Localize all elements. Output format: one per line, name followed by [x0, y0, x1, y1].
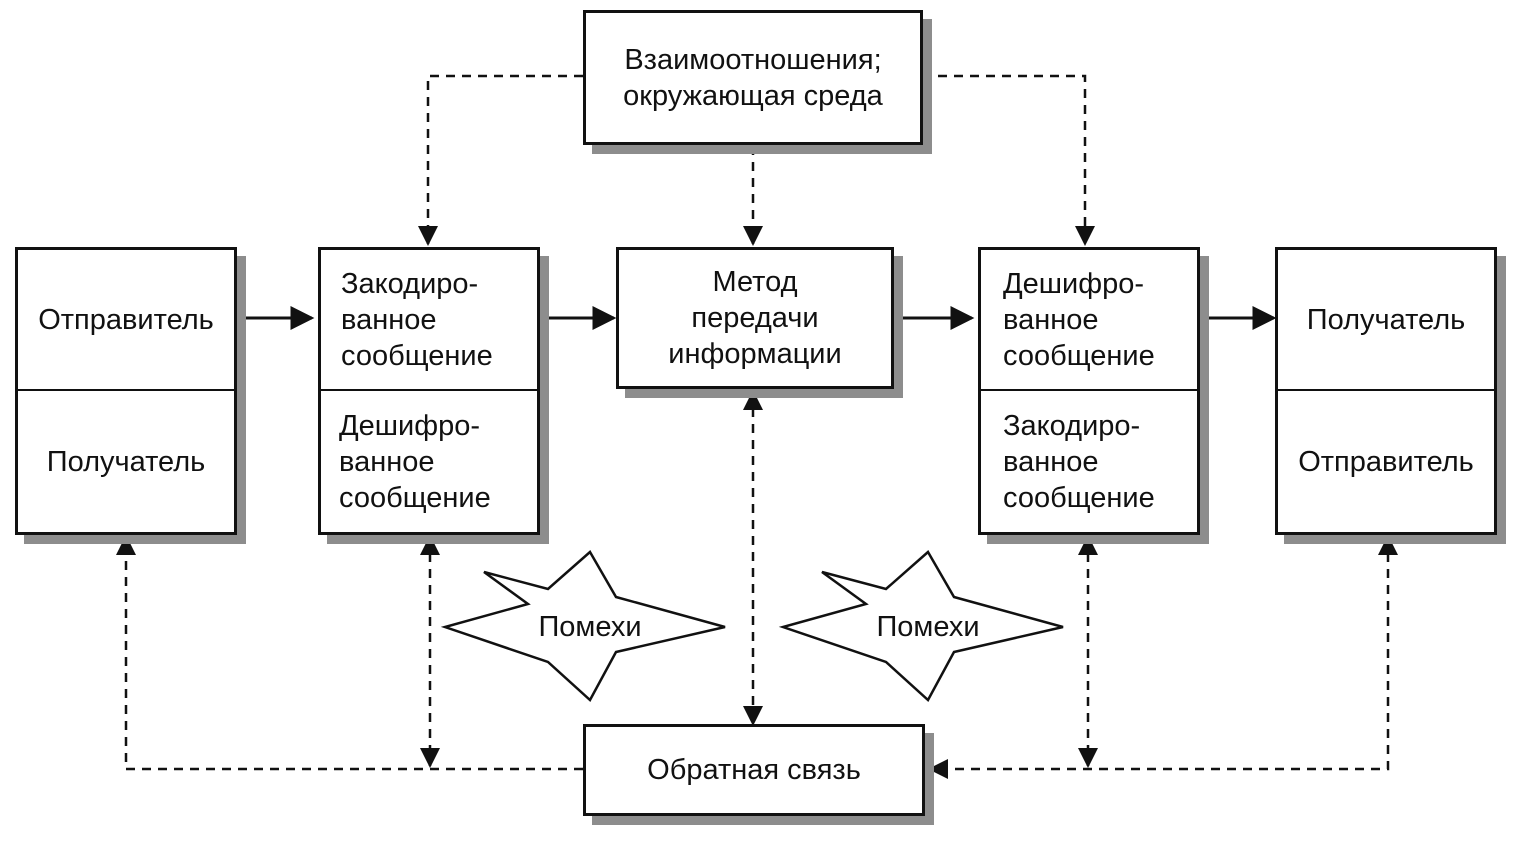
receiver-box-top-cell: Получатель	[1278, 250, 1494, 391]
noise-burst-right	[778, 550, 1064, 702]
decoded-message-box: Дешифро- ванное сообщение Закодиро- ванн…	[978, 247, 1200, 535]
sender-box-top-label: Отправитель	[38, 303, 214, 336]
encoded-box-top-label: Закодиро- ванное сообщение	[341, 267, 493, 372]
decoded-box-bottom-cell: Закодиро- ванное сообщение	[981, 391, 1197, 532]
environment-line-1: Взаимоотношения;	[624, 43, 882, 76]
encoded-message-box: Закодиро- ванное сообщение Дешифро- ванн…	[318, 247, 540, 535]
decoded-box-top-label: Дешифро- ванное сообщение	[1003, 267, 1155, 372]
feedback-box: Обратная связь	[583, 724, 925, 816]
sender-box-bottom-label: Получатель	[46, 445, 206, 478]
method-box-label: Метод передачи информации	[668, 266, 842, 370]
sender-box-bottom-cell: Получатель	[18, 391, 234, 532]
sender-box-top-cell: Отправитель	[18, 250, 234, 391]
environment-box: Взаимоотношения; окружающая среда	[583, 10, 923, 145]
receiver-box: Получатель Отправитель	[1275, 247, 1497, 535]
noise-label-right: Помехи	[876, 611, 980, 643]
decoded-box-top-cell: Дешифро- ванное сообщение	[981, 250, 1197, 391]
encoded-box-bottom-label: Дешифро- ванное сообщение	[339, 409, 491, 514]
dash-env-to-decoded	[922, 74, 1095, 246]
decoded-box-bottom-label: Закодиро- ванное сообщение	[1003, 409, 1155, 514]
noise-burst-left	[440, 550, 726, 702]
receiver-box-bottom-cell: Отправитель	[1278, 391, 1494, 532]
dash-receiver-to-feedback	[928, 535, 1398, 779]
receiver-box-top-label: Получатель	[1306, 303, 1466, 336]
environment-line-2: окружающая среда	[623, 79, 883, 112]
dash-env-to-encoded	[418, 74, 583, 246]
environment-influence-lines	[418, 74, 1095, 246]
encoded-box-bottom-cell: Дешифро- ванное сообщение	[321, 391, 537, 532]
feedback-lines	[116, 390, 1398, 779]
dash-feedback-to-sender	[116, 535, 583, 771]
feedback-label: Обратная связь	[647, 754, 861, 786]
transmission-method-box: Метод передачи информации	[616, 247, 894, 389]
receiver-box-bottom-label: Отправитель	[1298, 445, 1474, 478]
encoded-box-top-cell: Закодиро- ванное сообщение	[321, 250, 537, 391]
sender-box: Отправитель Получатель	[15, 247, 237, 535]
noise-label-left: Помехи	[538, 611, 642, 643]
